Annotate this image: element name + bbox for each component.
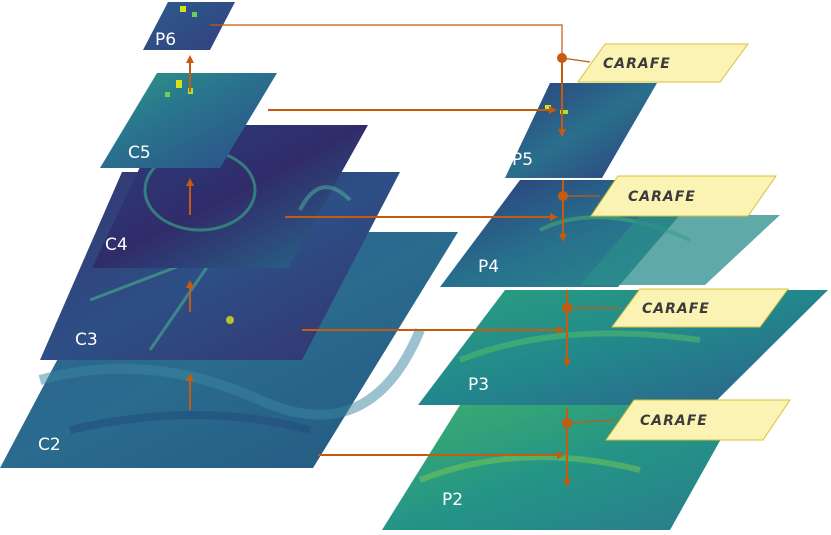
carafe-module-2: CARAFE <box>590 175 777 217</box>
carafe-label-2: CARAFE <box>628 189 696 205</box>
label-c3: C3 <box>75 330 98 350</box>
carafe-label-1: CARAFE <box>603 56 671 72</box>
map-p6 <box>143 2 235 50</box>
label-c2: C2 <box>38 435 61 455</box>
carafe-label-4: CARAFE <box>640 413 708 429</box>
carafe-branch-4 <box>566 419 616 424</box>
carafe-module-1: CARAFE <box>577 43 749 83</box>
label-p4: P4 <box>478 257 499 277</box>
label-p3: P3 <box>468 375 489 395</box>
carafe-branch-1 <box>561 57 591 63</box>
map-p4-overlay <box>580 215 780 285</box>
label-p6: P6 <box>155 30 176 50</box>
carafe-module-4: CARAFE <box>605 399 791 441</box>
label-p2: P2 <box>442 490 463 510</box>
map-p5 <box>505 83 657 178</box>
label-c4: C4 <box>105 235 128 255</box>
carafe-module-3: CARAFE <box>611 288 789 328</box>
lateral-line-p6 <box>210 24 563 58</box>
label-p5: P5 <box>512 150 533 170</box>
carafe-label-3: CARAFE <box>642 301 710 317</box>
label-c5: C5 <box>128 143 151 163</box>
